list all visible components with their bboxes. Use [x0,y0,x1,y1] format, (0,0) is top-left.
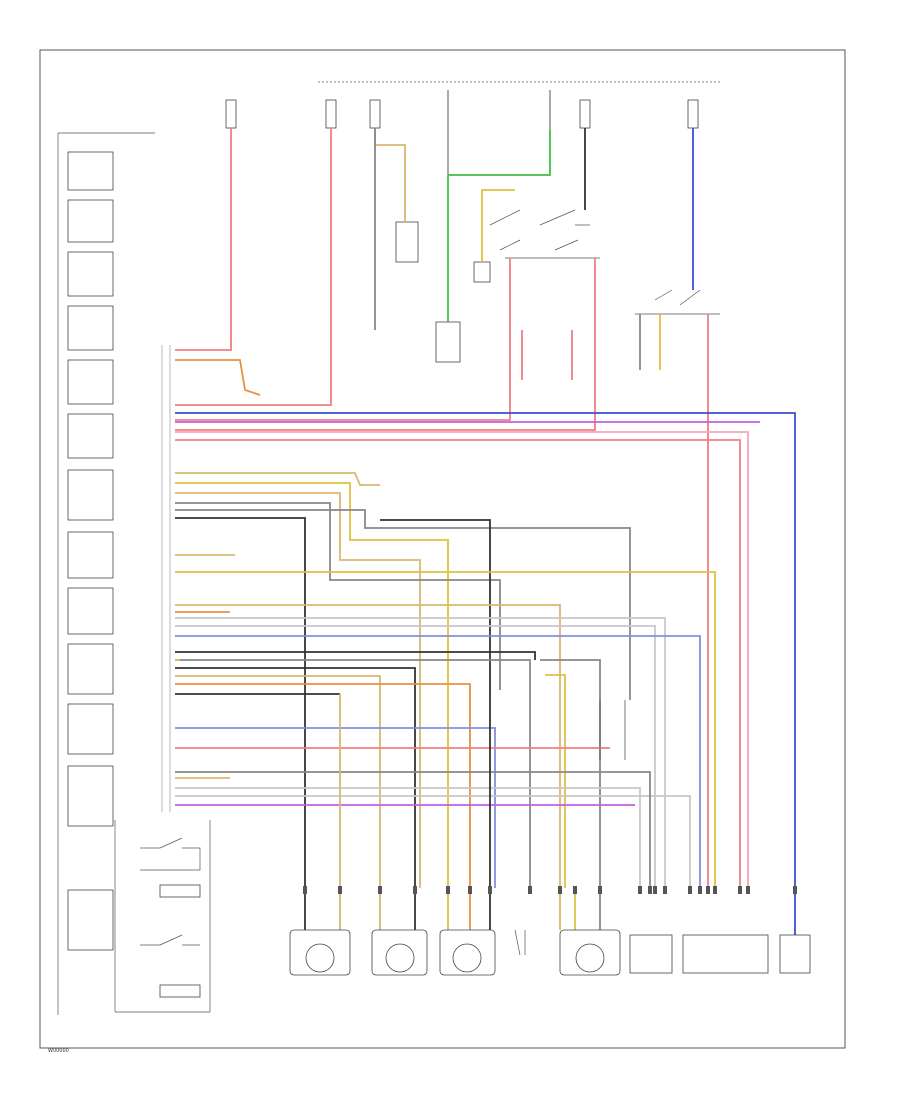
connector-pin [378,886,382,894]
module-box-2 [682,934,769,974]
connector-pin [573,886,577,894]
connector-pin [446,886,450,894]
connector-pin [688,886,692,894]
connector-pin [793,886,797,894]
module-block-4 [67,305,114,351]
connector-pin [338,886,342,894]
power-distribution-top [225,81,720,363]
control-module-column [57,132,211,1015]
connector-pin [638,886,642,894]
connector-pin [713,886,717,894]
module-block-5 [67,359,114,405]
sensor-2 [371,929,428,976]
connector-pin [303,886,307,894]
connector-pin [598,886,602,894]
connector-markers [303,886,797,894]
module-block-9 [67,587,114,635]
wire-harness [175,128,796,935]
module-block-10 [67,643,114,695]
connector-pin [738,886,742,894]
pump-motor-box [395,221,419,263]
connector-pin [413,886,417,894]
sensor-3 [439,929,496,976]
connector-pin [653,886,657,894]
module-block-1 [67,151,114,191]
controller-pin-strip [161,345,171,812]
connector-pin [698,886,702,894]
connector-pin [746,886,750,894]
connector-pin [528,886,532,894]
module-block-8 [67,531,114,579]
diagram-frame [39,49,846,1049]
module-block-11 [67,703,114,755]
sensor-1 [289,929,351,976]
module-box-1 [629,934,673,974]
relay-box [473,261,491,283]
connector-pin [558,886,562,894]
module-box-3 [779,934,811,974]
bottom-components [289,700,811,976]
module-block-7 [67,469,114,521]
connector-pin [468,886,472,894]
sensor-4 [559,929,621,976]
connector-pin [663,886,667,894]
module-block-2 [67,199,114,243]
module-block-3 [67,251,114,297]
footer-code: W00000 [48,1048,69,1054]
connector-pin [488,886,492,894]
module-block-13 [67,889,114,951]
connector-pin [648,886,652,894]
module-block-12 [67,765,114,827]
module-block-6 [67,413,114,459]
switch-box [435,321,461,363]
connector-pin [706,886,710,894]
